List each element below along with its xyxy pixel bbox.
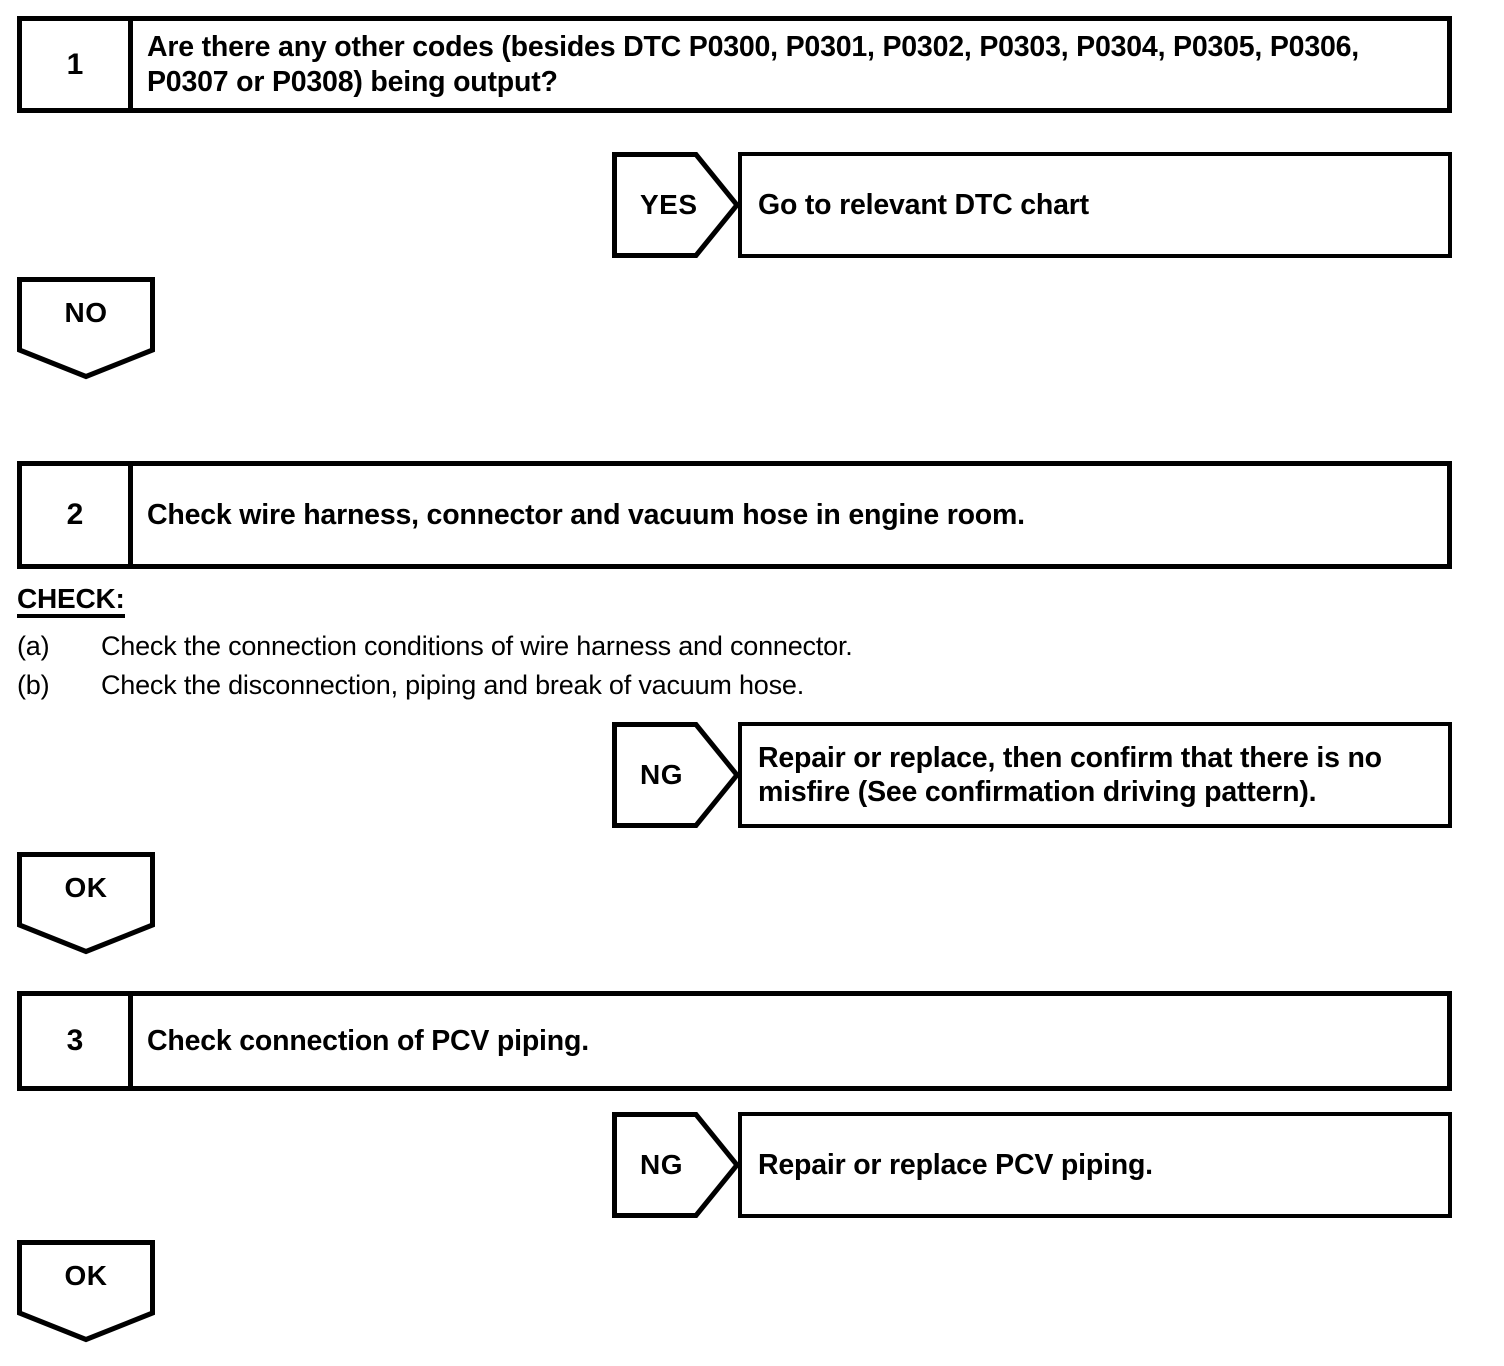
pentagon-down-shape <box>17 852 155 955</box>
branch-label-yes: YES <box>640 189 698 220</box>
branch-yes-1: YES <box>612 152 741 258</box>
check-item-text: Check the connection conditions of wire … <box>101 631 853 662</box>
result-text-dtc-chart: Go to relevant DTC chart <box>758 188 1089 221</box>
pentagon-right-shape <box>612 1112 741 1218</box>
step-text-2: Check wire harness, connector and vacuum… <box>147 498 1025 531</box>
branch-ng-2: NG <box>612 722 741 828</box>
check-title: CHECK: <box>17 584 125 619</box>
pentagon-down-shape <box>17 1240 155 1343</box>
step-text-1: Are there any other codes (besides DTC P… <box>147 30 1359 98</box>
result-text-repair-misfire: Repair or replace, then confirm that the… <box>758 741 1382 808</box>
branch-label-ng: NG <box>640 759 683 790</box>
result-box-dtc-chart: Go to relevant DTC chart <box>738 152 1452 258</box>
step-number-1: 1 <box>22 21 133 108</box>
check-item-marker: (b) <box>17 669 50 700</box>
pentagon-right-shape <box>612 152 741 258</box>
step-number-2: 2 <box>22 466 133 564</box>
pentagon-right-shape <box>612 722 741 828</box>
branch-ng-3: NG <box>612 1112 741 1218</box>
branch-no-1: NO <box>17 277 155 380</box>
check-item-list: (a) Check the connection conditions of w… <box>17 627 1117 704</box>
check-procedure-block: CHECK: (a) Check the connection conditio… <box>17 584 1117 704</box>
result-text-repair-pcv: Repair or replace PCV piping. <box>758 1148 1153 1181</box>
check-item: (a) Check the connection conditions of w… <box>17 627 1117 665</box>
check-item-text: Check the disconnection, piping and brea… <box>101 669 805 700</box>
branch-ok-2: OK <box>17 852 155 955</box>
step-box-2: 2 Check wire harness, connector and vacu… <box>17 461 1452 569</box>
branch-label-ok: OK <box>64 1260 108 1291</box>
branch-label-ok: OK <box>64 872 108 903</box>
check-item: (b) Check the disconnection, piping and … <box>17 666 1117 704</box>
step-box-1: 1 Are there any other codes (besides DTC… <box>17 16 1452 113</box>
step-number-3: 3 <box>22 996 133 1086</box>
result-box-repair-misfire: Repair or replace, then confirm that the… <box>738 722 1452 828</box>
branch-label-no: NO <box>64 297 108 328</box>
branch-ok-3: OK <box>17 1240 155 1343</box>
branch-label-ng: NG <box>640 1149 683 1180</box>
step-text-3: Check connection of PCV piping. <box>147 1024 589 1057</box>
check-item-marker: (a) <box>17 631 50 662</box>
step-box-3: 3 Check connection of PCV piping. <box>17 991 1452 1091</box>
result-box-repair-pcv: Repair or replace PCV piping. <box>738 1112 1452 1218</box>
pentagon-down-shape <box>17 277 155 380</box>
